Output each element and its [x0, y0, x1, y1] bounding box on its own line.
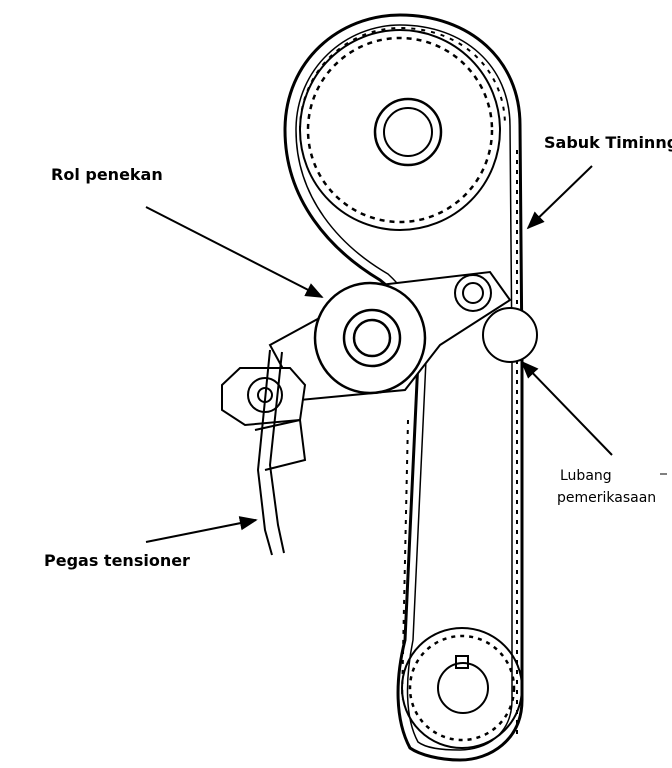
label-rol-penekan: Rol penekan [51, 165, 163, 184]
label-lubang: Lubang [560, 468, 612, 484]
leader-lines [145, 165, 667, 543]
spring-icon [254, 349, 307, 556]
label-pegas-tensioner: Pegas tensioner [44, 551, 190, 570]
arrow-sabuk [526, 165, 593, 230]
tensioner-roller-icon [313, 281, 427, 395]
label-pemerikasaan: pemerikasaan [557, 490, 657, 506]
cam-pulley-icon [299, 29, 501, 231]
arrow-pegas [145, 516, 258, 543]
crank-pulley-icon [401, 627, 523, 749]
arrow-rol [145, 206, 324, 298]
label-sabuk-timing: Sabuk Timinng [544, 133, 672, 152]
arrow-lubang [520, 360, 613, 456]
idler-roller-icon [454, 274, 538, 363]
